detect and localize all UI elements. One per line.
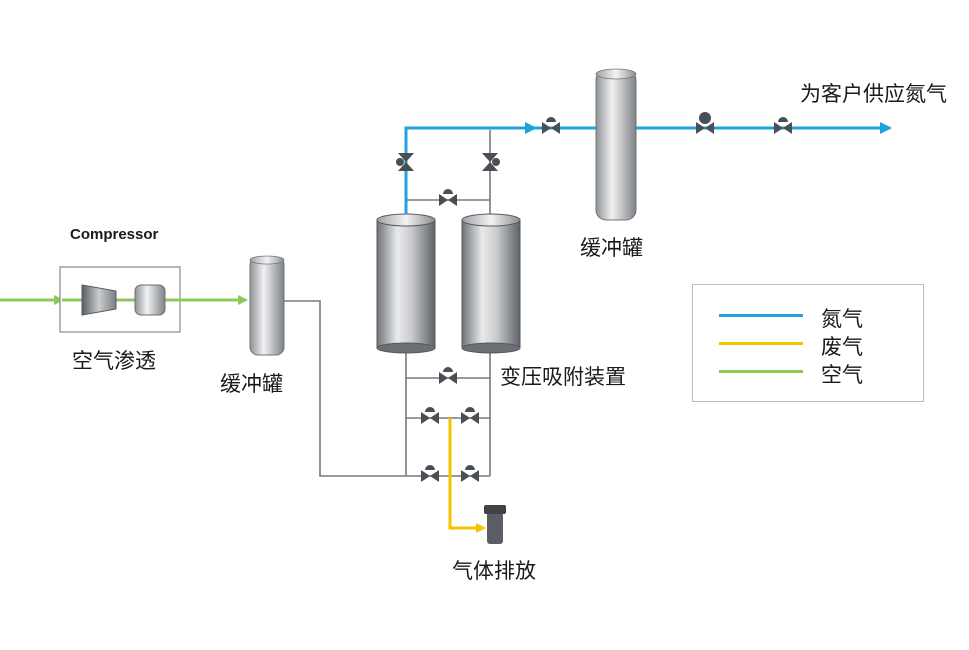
buffer-tank-1	[249, 255, 285, 356]
compressor-label: Compressor	[70, 226, 159, 243]
psa-tower-left	[376, 213, 436, 354]
waste-gas-line	[448, 418, 486, 533]
legend: 氮气 废气 空气	[692, 284, 924, 402]
legend-label-air: 空气	[821, 363, 863, 387]
buffer-tank-1-label: 缓冲罐	[220, 372, 283, 396]
supply-label: 为客户供应氮气	[800, 82, 947, 106]
gas-vent-label: 气体排放	[452, 559, 536, 583]
membrane-label: 空气渗透	[72, 349, 156, 373]
buffer-tank-2-label: 缓冲罐	[580, 236, 643, 260]
psa-unit-label: 变压吸附装置	[500, 365, 626, 389]
legend-swatch-air	[719, 370, 803, 373]
psa-tower-right	[461, 213, 521, 354]
valve-icon	[396, 112, 792, 482]
compressor-icon	[81, 284, 117, 316]
nitrogen-lines	[404, 122, 892, 214]
legend-swatch-waste-gas	[719, 342, 803, 345]
buffer-tank-2	[595, 68, 637, 221]
legend-swatch-nitrogen	[719, 314, 803, 317]
membrane-filter-icon	[134, 284, 166, 316]
gas-vent-silencer	[484, 505, 506, 544]
legend-label-nitrogen: 氮气	[821, 307, 863, 331]
legend-label-waste-gas: 废气	[821, 335, 863, 359]
